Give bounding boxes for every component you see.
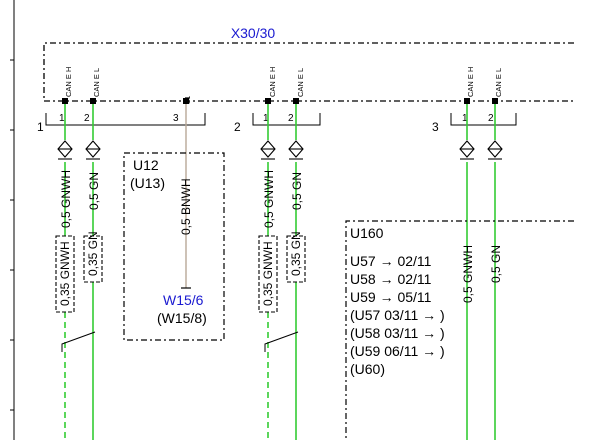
pin-name: CAN E L (494, 68, 503, 97)
u160-block: U160 U57 → 02/11 U58 → 02/11 U59 → 05/11… (345, 220, 574, 440)
pin-number: 1 (462, 113, 468, 124)
wire-label: 0,35 GN (86, 231, 100, 276)
plug-3: 3 1 2 CAN E H CAN E L (432, 67, 517, 134)
u160-line: U57 → 02/11 (350, 253, 432, 269)
u12-subtitle: (U13) (130, 175, 165, 191)
u160-line: (U57 03/11 → ) (350, 307, 445, 323)
pin-name: CAN E H (268, 67, 277, 97)
plug-bracket (450, 113, 517, 126)
twisted-pair-marker (61, 331, 96, 352)
wire-label-box (286, 235, 306, 283)
pin-markers (62, 98, 498, 104)
wire-label-box (258, 235, 278, 313)
plug-bracket (45, 113, 206, 126)
plug-bracket (252, 113, 321, 126)
wire-label: 0,5 GN (87, 172, 101, 210)
pin-number: 2 (488, 113, 494, 124)
pin-marker (293, 98, 299, 104)
u160-line: U58 → 02/11 (350, 271, 432, 287)
pin-name: CAN E L (296, 68, 305, 97)
pin-name: CAN E H (466, 67, 475, 97)
plug-2: 2 1 2 CAN E H CAN E L (234, 67, 321, 134)
u12-block: U12 (U13) W15/6 (W15/8) (123, 152, 225, 341)
u12-boundary (123, 152, 225, 341)
green-wires (64, 104, 496, 440)
pin-number: 1 (263, 113, 269, 124)
twisted-pair-markers (61, 331, 299, 352)
pin-marker (265, 98, 271, 104)
plug-number: 3 (432, 120, 439, 134)
wire-label: 0,5 GNWH (59, 170, 73, 228)
pin-number: 3 (173, 113, 179, 124)
wire-label: 0,5 GN (489, 245, 503, 283)
plug-number: 1 (37, 120, 44, 134)
wire-label-box (83, 235, 103, 283)
u160-line: U59 → 05/11 (350, 289, 432, 305)
twisted-pair-marker (264, 331, 299, 352)
connector-symbols (57, 140, 503, 160)
pin-number: 1 (59, 113, 65, 124)
pin-marker (464, 98, 470, 104)
ground-label-alt: (W15/8) (157, 310, 207, 326)
u160-title: U160 (350, 225, 384, 241)
wire-label: 0,35 GN (289, 231, 303, 276)
wire-label: 0,5 BNWH (179, 178, 193, 235)
wire-label: 0,35 GNWH (58, 241, 72, 306)
pin-number: 2 (288, 113, 294, 124)
u160-boundary (345, 220, 574, 440)
ground-label: W15/6 (163, 292, 204, 308)
wire-label: 0,5 GNWH (262, 170, 276, 228)
u160-line: (U60) (350, 361, 385, 377)
wire-035-boxes: 0,35 GNWH 0,35 GN 0,35 GNWH 0,35 GN (55, 231, 306, 313)
u12-title: U12 (133, 157, 159, 173)
wire-labels: 0,5 GNWH 0,5 GN 0,5 BNWH 0,5 GNWH 0,5 GN… (59, 170, 503, 303)
wire-label-box (55, 235, 75, 313)
connector-title: X30/30 (231, 25, 276, 41)
pin-number: 2 (84, 113, 90, 124)
wire-label: 0,5 GNWH (461, 245, 475, 303)
pin-name: CAN E H (64, 67, 73, 97)
u160-line: (U59 06/11 → ) (350, 343, 445, 359)
pin-marker (492, 98, 498, 104)
pin-marker (183, 98, 189, 104)
wire-label: 0,5 GN (290, 172, 304, 210)
plug-number: 2 (234, 120, 241, 134)
pin-name: CAN E L (92, 68, 101, 97)
wire-label: 0,35 GNWH (261, 241, 275, 306)
pin-marker (90, 98, 96, 104)
pin-marker (62, 98, 68, 104)
u160-line: (U58 03/11 → ) (350, 325, 445, 341)
